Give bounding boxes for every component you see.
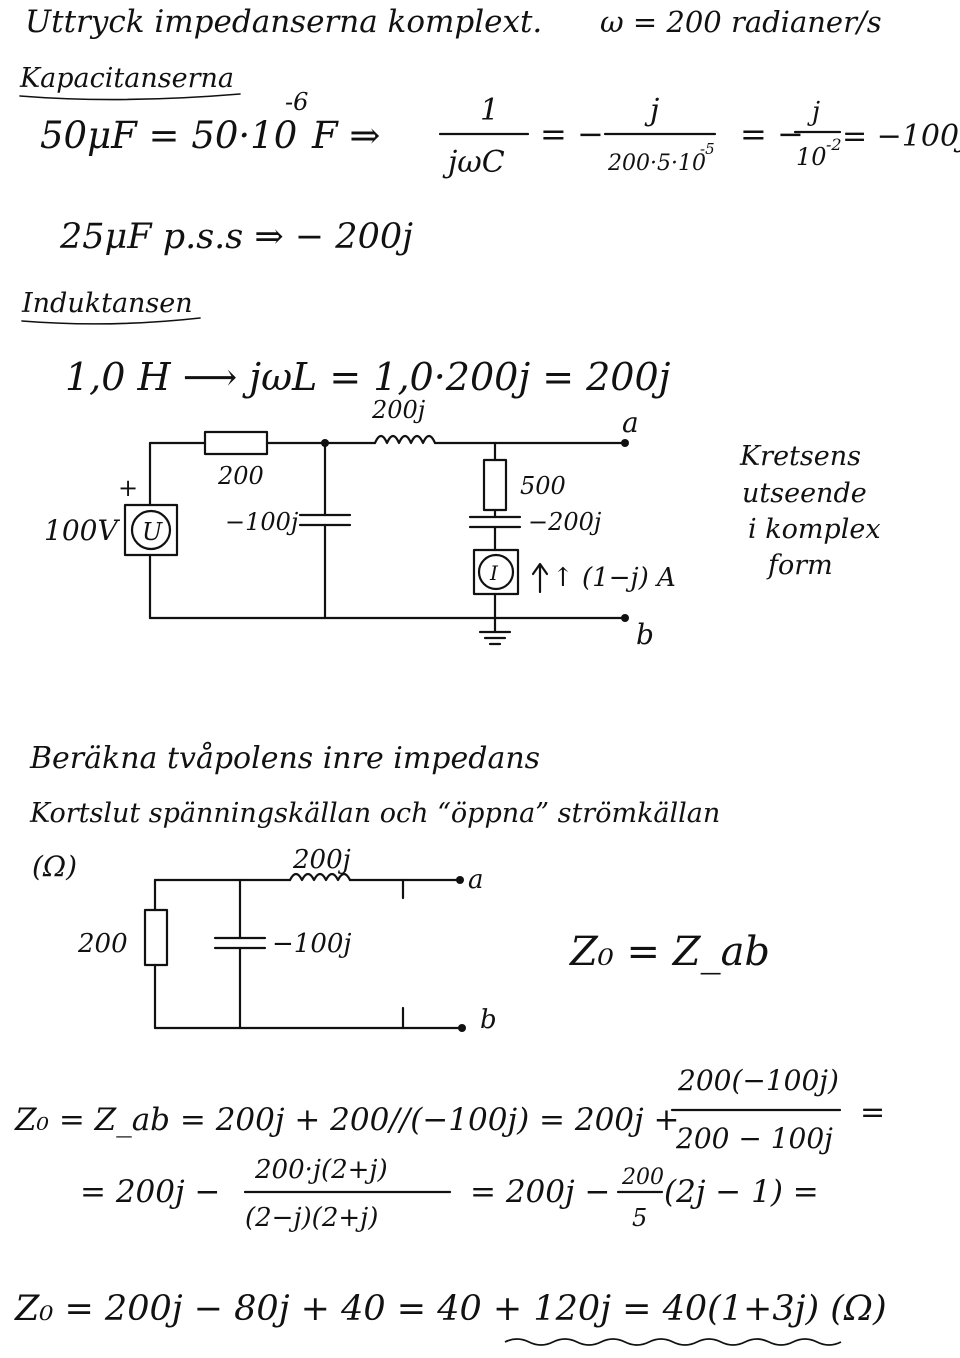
calc-row1-numerator: 200(−100j) xyxy=(677,1064,839,1097)
resistor2-label: 500 xyxy=(520,472,566,500)
calc-row2-left: = 200j − xyxy=(80,1174,220,1210)
ohm-unit-label: (Ω) xyxy=(32,850,77,883)
capacitor2-line: 25μF p.s.s ⇒ − 200j xyxy=(59,217,413,257)
capacitors-heading: Kapacitanserna xyxy=(19,63,234,94)
calc-row2-denominator: (2−j)(2+j) xyxy=(245,1203,378,1233)
source-voltage-label: 100V xyxy=(44,514,120,547)
note-line-2: utseende xyxy=(742,478,867,509)
fraction2-denominator: 200·5·10 xyxy=(607,151,706,176)
node-a-terminal xyxy=(621,439,629,447)
node-b-terminal xyxy=(621,614,629,622)
capacitor-label: −100j xyxy=(272,929,351,959)
equals-minus-1: = − xyxy=(540,115,604,153)
resistor-200 xyxy=(203,430,269,456)
inductance-line: 1,0 H ⟶ jωL = 1,0·200j = 200j xyxy=(65,355,671,399)
note-line-3: i komplex xyxy=(748,514,881,545)
heading-underline xyxy=(19,93,241,101)
node-a-label: a xyxy=(468,865,484,895)
calc-row1-left: Z₀ = Z_ab = 200j + 200//(−100j) = 200j + xyxy=(14,1102,679,1138)
section2-line-1: Beräkna tvåpolens inre impedans xyxy=(29,741,540,776)
current-source-symbol-label: I xyxy=(489,561,499,585)
capacitor2-label: −200j xyxy=(528,508,602,536)
fraction3-exponent: -2 xyxy=(826,135,842,154)
capacitor1-result: = −100j xyxy=(842,119,960,154)
calc-row1-end: = xyxy=(860,1095,885,1130)
fraction2-numerator: j xyxy=(644,93,659,128)
resistor-500 xyxy=(482,458,508,512)
fraction2-exponent: -5 xyxy=(700,140,715,158)
resistor-label: 200 xyxy=(77,929,128,959)
inductor-200j xyxy=(288,872,352,882)
node-b-terminal xyxy=(458,1024,466,1032)
section2-line-2: Kortslut spänningskällan och “öppna” str… xyxy=(29,798,720,829)
inductance-heading: Induktansen xyxy=(21,288,193,319)
resistor-200 xyxy=(143,908,169,967)
node-a-terminal xyxy=(456,876,464,884)
inductor-label: 200j xyxy=(371,396,426,424)
resistor1-label: 200 xyxy=(217,462,264,490)
capacitor1-value: 50μF = 50·10 xyxy=(40,114,297,157)
heading-underline xyxy=(21,317,201,325)
node-b-label: b xyxy=(480,1005,497,1035)
impedance-equality: Z₀ = Z_ab xyxy=(568,929,770,975)
capacitor1-unit: F ⇒ xyxy=(311,114,380,157)
calc-row2-end: (2j − 1) = xyxy=(664,1174,819,1210)
result-underline xyxy=(504,1338,842,1346)
note-line-1: Kretsens xyxy=(739,441,861,472)
fraction3-denominator: 10 xyxy=(796,143,827,171)
capacitor1-label: −100j xyxy=(225,508,299,536)
calc-row2-numerator: 200·j(2+j) xyxy=(254,1155,388,1185)
calc-row2-fraction-denominator: 5 xyxy=(632,1204,647,1232)
source-symbol-label: U xyxy=(142,518,163,546)
circuit-diagram-1 xyxy=(123,430,629,646)
fraction3-numerator: j xyxy=(807,97,820,127)
calc-row2-fraction-numerator: 200 xyxy=(621,1165,664,1190)
calc-row3-final-result: Z₀ = 200j − 80j + 40 = 40 + 120j = 40(1+… xyxy=(14,1289,887,1329)
fraction1-numerator: 1 xyxy=(480,93,499,128)
note-line-4: form xyxy=(766,550,833,581)
calc-row2-middle: = 200j − xyxy=(470,1174,610,1210)
page-title: Uttryck impedanserna komplext. xyxy=(25,4,542,40)
circuit-diagram-2 xyxy=(143,872,466,1032)
node-b-label: b xyxy=(636,618,654,651)
inductor-200j xyxy=(373,434,437,445)
node-a-label: a xyxy=(622,406,639,439)
calc-row1-denominator: 200 − 100j xyxy=(675,1122,833,1155)
inductor-label: 200j xyxy=(292,845,351,875)
source-plus-sign: + xyxy=(118,474,138,502)
equals-minus-2: = − xyxy=(740,115,804,153)
current-label: ↑ (1−j) A xyxy=(552,563,676,593)
capacitor1-exponent: -6 xyxy=(285,88,308,116)
fraction1-denominator: jωC xyxy=(442,145,505,180)
omega-value: ω = 200 radianer/s xyxy=(600,5,882,39)
